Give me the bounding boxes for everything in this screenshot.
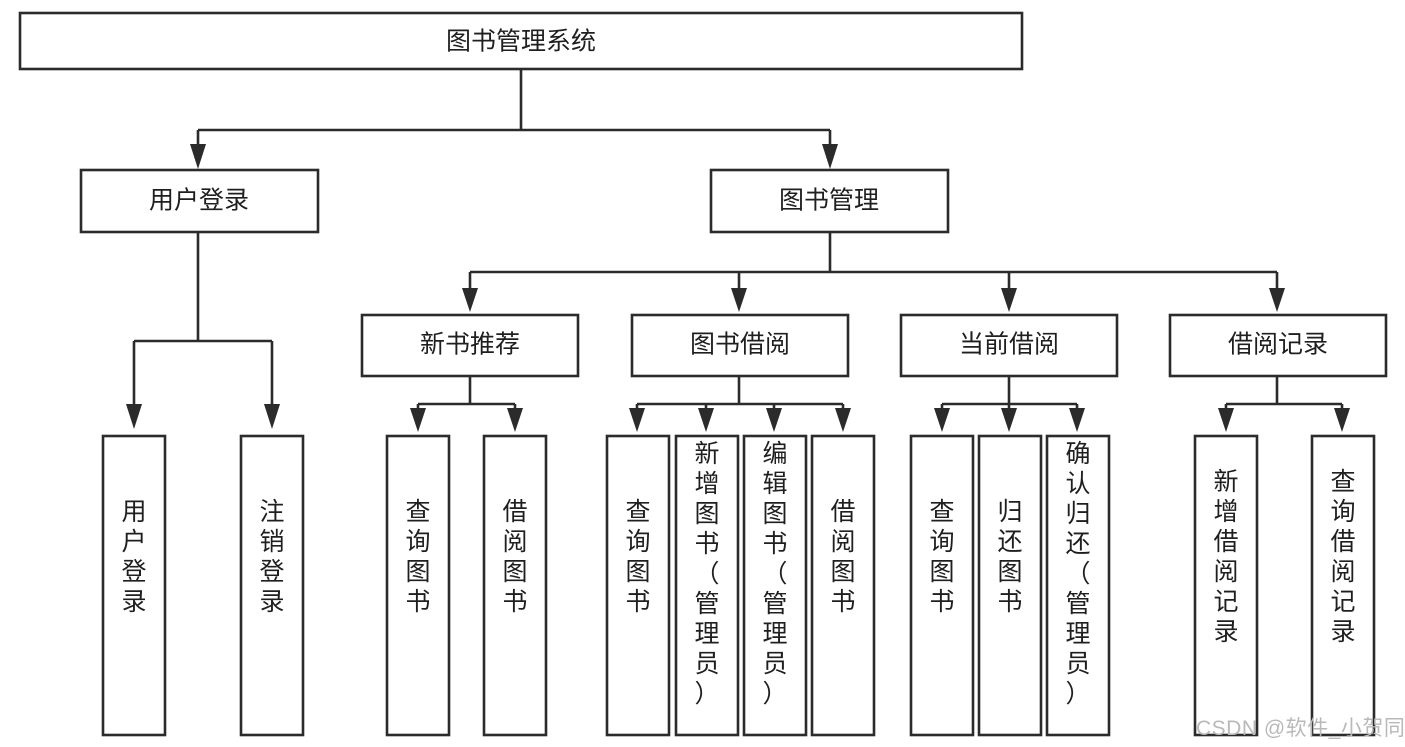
node-leaf-confirm-return[interactable]: 确认归还（管理员） [1045, 434, 1111, 737]
node-leaf-logout-login-box[interactable] [239, 434, 305, 737]
arrow-head-user-login [190, 144, 206, 169]
node-user-login-box[interactable] [79, 168, 320, 234]
node-leaf-edit-book[interactable]: 编辑图书（管理员） [742, 434, 808, 737]
connector-layer [126, 69, 1350, 432]
arrow-head-borrow-record [1269, 288, 1285, 312]
node-book-management-box[interactable] [709, 168, 950, 234]
node-user-login-label: 用户登录 [149, 187, 249, 215]
node-leaf-query-record[interactable]: 查询借阅记录 [1310, 434, 1376, 737]
node-new-book-recommend[interactable]: 新书推荐 [360, 313, 580, 378]
arrow-head-leaf-query-book-3 [934, 408, 950, 432]
node-leaf-user-login[interactable]: 用户登录 [101, 434, 167, 737]
node-leaf-add-book-box[interactable] [674, 434, 740, 737]
node-book-borrow-label: 图书借阅 [690, 331, 790, 359]
node-leaf-query-book-3-box[interactable] [909, 434, 975, 737]
node-leaf-borrow-book-1[interactable]: 借阅图书 [482, 434, 548, 737]
node-current-borrow-label: 当前借阅 [959, 331, 1059, 359]
arrow-head-leaf-query-book-1 [410, 408, 426, 432]
arrow-head-new-book-recommend [462, 288, 478, 312]
node-leaf-query-book-1[interactable]: 查询图书 [385, 434, 451, 737]
node-current-borrow[interactable]: 当前借阅 [899, 313, 1119, 378]
node-leaf-logout-login[interactable]: 注销登录 [239, 434, 305, 737]
arrow-head-leaf-query-record [1334, 408, 1350, 432]
node-leaf-query-record-box[interactable] [1310, 434, 1376, 737]
arrow-head-leaf-edit-book [766, 408, 782, 432]
node-borrow-record[interactable]: 借阅记录 [1168, 313, 1388, 378]
arrow-head-leaf-confirm-return [1069, 408, 1085, 432]
node-leaf-add-book[interactable]: 新增图书（管理员） [674, 434, 740, 737]
node-leaf-add-book-label: 新增图书（管理员） [694, 440, 719, 708]
node-leaf-borrow-book-1-label: 借阅图书 [502, 498, 527, 616]
arrow-head-leaf-user-login [126, 404, 142, 429]
arrow-head-leaf-add-book [698, 408, 714, 432]
node-leaf-query-record-label: 查询借阅记录 [1330, 468, 1355, 646]
node-leaf-user-login-label: 用户登录 [121, 498, 146, 616]
node-leaf-return-book[interactable]: 归还图书 [977, 434, 1043, 737]
node-leaf-borrow-book-1-box[interactable] [482, 434, 548, 737]
node-current-borrow-box[interactable] [899, 313, 1119, 378]
node-leaf-edit-book-box[interactable] [742, 434, 808, 737]
node-leaf-borrow-book-2[interactable]: 借阅图书 [810, 434, 876, 737]
node-book-borrow[interactable]: 图书借阅 [630, 313, 850, 378]
node-leaf-query-book-2-label: 查询图书 [625, 498, 650, 616]
node-leaf-query-book-2[interactable]: 查询图书 [605, 434, 671, 737]
arrow-head-leaf-return-book [1001, 408, 1017, 432]
arrow-head-book-management [822, 144, 838, 169]
node-book-management[interactable]: 图书管理 [709, 168, 950, 234]
node-root-box[interactable] [18, 11, 1024, 71]
node-book-management-label: 图书管理 [779, 187, 879, 215]
node-leaf-query-book-1-box[interactable] [385, 434, 451, 737]
node-leaf-confirm-return-label: 确认归还（管理员） [1065, 440, 1090, 708]
node-new-book-recommend-label: 新书推荐 [420, 331, 520, 359]
csdn-watermark: CSDN @软件_小贺同学 [1196, 717, 1405, 740]
node-leaf-borrow-book-2-box[interactable] [810, 434, 876, 737]
arrow-head-leaf-borrow-book-1 [507, 408, 523, 432]
node-leaf-user-login-box[interactable] [101, 434, 167, 737]
node-leaf-query-book-3-label: 查询图书 [929, 498, 954, 616]
node-leaf-return-book-label: 归还图书 [997, 498, 1022, 616]
node-leaf-add-record-box[interactable] [1193, 434, 1259, 737]
arrow-head-current-borrow [1001, 288, 1017, 312]
node-leaf-logout-login-label: 注销登录 [259, 498, 284, 616]
node-leaf-confirm-return-box[interactable] [1045, 434, 1111, 737]
node-leaf-edit-book-label: 编辑图书（管理员） [762, 440, 787, 708]
node-borrow-record-box[interactable] [1168, 313, 1388, 378]
node-user-login[interactable]: 用户登录 [79, 168, 320, 234]
node-leaf-add-record-label: 新增借阅记录 [1213, 468, 1238, 646]
node-borrow-record-label: 借阅记录 [1228, 331, 1328, 359]
node-root-label: 图书管理系统 [446, 28, 596, 56]
node-new-book-recommend-box[interactable] [360, 313, 580, 378]
node-leaf-query-book-1-label: 查询图书 [405, 498, 430, 616]
node-leaf-query-book-3[interactable]: 查询图书 [909, 434, 975, 737]
node-leaf-borrow-book-2-label: 借阅图书 [830, 498, 855, 616]
arrow-head-leaf-add-record [1218, 408, 1234, 432]
node-leaf-add-record[interactable]: 新增借阅记录 [1193, 434, 1259, 737]
node-leaf-return-book-box[interactable] [977, 434, 1043, 737]
node-root[interactable]: 图书管理系统 [18, 11, 1024, 71]
arrow-head-book-borrow [731, 288, 747, 312]
node-leaf-query-book-2-box[interactable] [605, 434, 671, 737]
arrow-head-leaf-borrow-book-2 [835, 408, 851, 432]
arrow-head-leaf-logout-login [264, 404, 280, 429]
node-book-borrow-box[interactable] [630, 313, 850, 378]
arrow-head-leaf-query-book-2 [629, 408, 645, 432]
